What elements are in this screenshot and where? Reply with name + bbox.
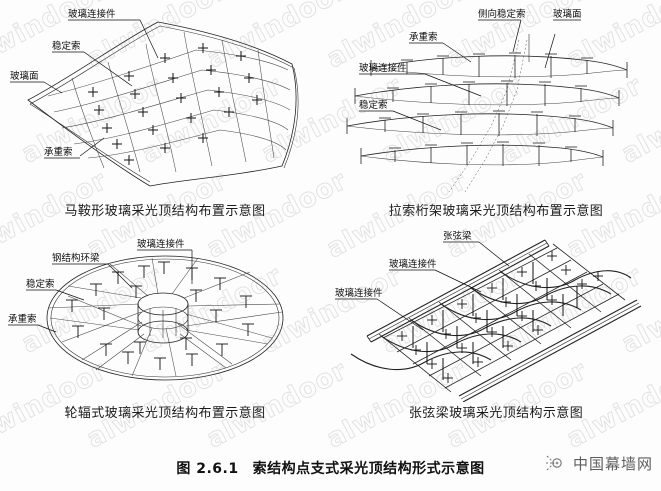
cable-truss-leader-lines (392, 19, 522, 131)
label-spoke-3: 承重索 (8, 313, 37, 325)
string-beam-leader-lines (376, 241, 510, 331)
spoke-connectors (66, 261, 254, 370)
label-truss-1: 玻璃面 (553, 8, 582, 20)
label-truss-3: 玻璃连接件 (359, 62, 407, 74)
steel-ring-beam (46, 255, 284, 381)
edge-beam-top (366, 239, 550, 343)
label-truss-2: 承重索 (409, 31, 438, 43)
cable-truss-row-2 (354, 80, 620, 106)
diagram-string-beam: 张弦梁 玻璃连接件 玻璃连接件 张弦梁玻璃采光顶结构示意图 (331, 226, 661, 426)
caption-cable-truss: 拉索桁架玻璃采光顶结构布置示意图 (388, 204, 604, 219)
label-spoke-0: 玻璃连接件 (137, 238, 185, 250)
saddle-node-connectors (88, 43, 262, 165)
saddle-bearing-cables (47, 49, 291, 159)
label-stringbeam-0: 张弦梁 (443, 230, 472, 242)
caption-string-beam: 张弦梁玻璃采光顶结构示意图 (408, 406, 584, 421)
cable-truss-row-3 (346, 110, 614, 136)
saddle-leader-lines (43, 19, 159, 157)
glass-face-leader (544, 33, 556, 69)
label-saddle-1: 稳定索 (52, 40, 81, 52)
spoke-label-rules (8, 249, 192, 326)
label-spoke-2: 稳定索 (26, 278, 55, 290)
caption-saddle: 马鞍形玻璃采光顶结构布置示意图 (64, 204, 266, 219)
vertical-struts (412, 262, 578, 380)
diagram-spoke-wheel: 玻璃连接件 钢结构环梁 稳定索 承重索 轮辐式玻璃采光顶结构布置示意图 (0, 226, 330, 426)
figure-title-text: 索结构点支式采光顶结构形式示意图 (252, 461, 485, 477)
saddle-glass-surface (27, 21, 299, 187)
label-saddle-3: 承重索 (44, 146, 73, 158)
site-logo-text: 中国幕墙网 (572, 454, 653, 473)
saddle-stabilizing-cables (71, 31, 275, 173)
diagram-cable-truss: 侧向稳定索 玻璃面 承重索 玻璃连接件 稳定索 拉索桁架玻璃采光顶结构布置示意图 (331, 0, 661, 225)
label-truss-0: 侧向稳定索 (478, 8, 526, 20)
string-beam-label-rules (335, 241, 479, 300)
label-saddle-0: 玻璃连接件 (68, 8, 116, 20)
dotted-burst-icon (545, 455, 562, 471)
label-saddle-2: 玻璃面 (10, 70, 39, 82)
radial-cables (47, 257, 281, 377)
cable-truss-row-1 (370, 52, 628, 78)
edge-beam-bottom (458, 299, 642, 402)
string-cables (350, 270, 632, 371)
caption-spoke-wheel: 轮辐式玻璃采光顶结构布置示意图 (64, 406, 266, 421)
glass-grid (378, 243, 626, 393)
site-logo[interactable]: 中国幕墙网 (544, 452, 653, 474)
string-beam-connectors (397, 251, 603, 383)
label-stringbeam-2: 玻璃连接件 (335, 287, 383, 299)
figure-number: 图 2.6.1 (176, 461, 239, 477)
spoke-leader-lines (37, 250, 193, 333)
lateral-stabilizing-cable (448, 39, 528, 193)
label-truss-4: 稳定索 (359, 99, 388, 111)
label-spoke-1: 钢结构环梁 (52, 252, 100, 264)
cable-truss-row-4 (360, 141, 604, 166)
central-hub (137, 292, 189, 344)
label-stringbeam-1: 玻璃连接件 (389, 258, 437, 270)
figure-title: 图 2.6.1 索结构点支式采光顶结构形式示意图 (0, 458, 661, 478)
diagram-saddle: 玻璃连接件 稳定索 玻璃面 承重索 马鞍形玻璃采光顶结构布置示意图 (0, 0, 330, 225)
saddle-label-rules (10, 19, 140, 159)
radial-cables-lower (49, 295, 283, 345)
cable-truss-label-rules (359, 19, 581, 112)
